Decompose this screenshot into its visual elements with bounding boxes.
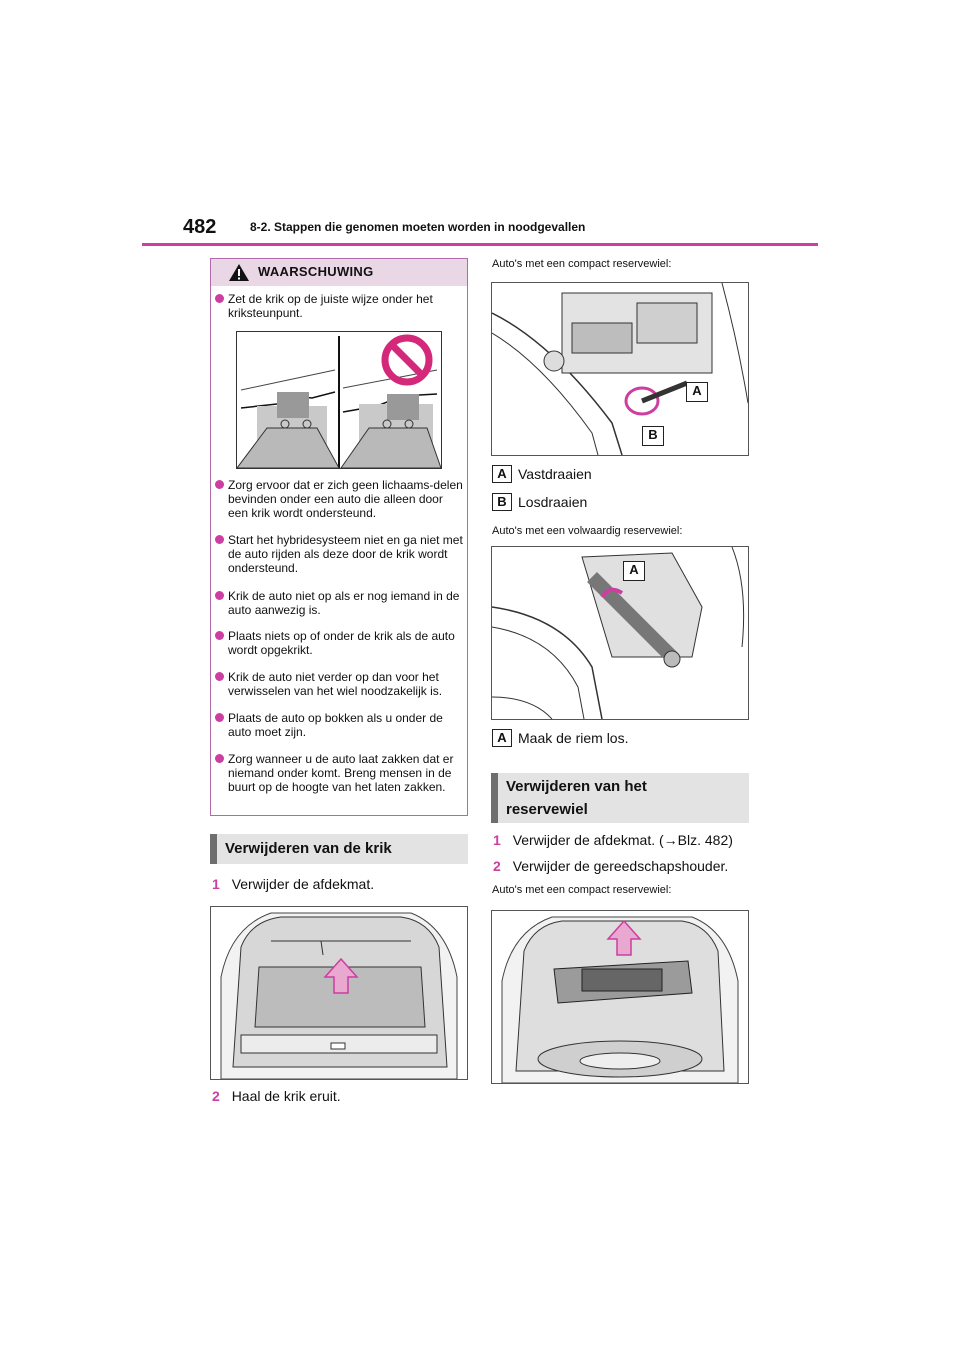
step-number: 1	[212, 876, 220, 892]
figure-label-b: B	[642, 426, 664, 446]
warning-title: WAARSCHUWING	[258, 264, 374, 279]
prohibition-icon	[381, 334, 433, 386]
warning-item-text: Start het hybridesysteem niet en ga niet…	[228, 533, 463, 575]
bullet-icon	[215, 535, 224, 544]
tool-holder-figure	[491, 910, 749, 1084]
step-text: Verwijder de afdekmat. (→Blz. 482)	[512, 832, 733, 848]
warning-item-text: Zorg ervoor dat er zich geen lichaams-de…	[228, 478, 463, 520]
warning-item-text: Krik de auto niet verder op dan voor het…	[228, 670, 443, 698]
step-2-spare: 2 Verwijder de gereedschapshouder.	[493, 858, 728, 874]
bullet-icon	[215, 591, 224, 600]
step-text: Verwijder de gereedschapshouder.	[512, 858, 729, 874]
warning-item-text: Plaats de auto op bokken als u onder de …	[228, 711, 443, 739]
header-rule	[142, 243, 818, 246]
caption-compact-spare-2: Auto's met een compact reservewiel:	[492, 884, 672, 896]
step-text: Verwijder de afdekmat.	[231, 876, 375, 892]
legend-label-a: A	[492, 465, 512, 483]
page-number: 482	[183, 216, 217, 238]
trunk-cover-figure	[210, 906, 468, 1080]
legend-label-b: B	[492, 493, 512, 511]
section-heading-text: Verwijderen van de krik	[225, 840, 392, 857]
step-1-spare: 1 Verwijder de afdekmat. (→Blz. 482)	[493, 832, 733, 848]
section-title: 8-2. Stappen die genomen moeten worden i…	[250, 220, 586, 234]
step-1: 1 Verwijder de afdekmat.	[212, 876, 374, 892]
caption-full-spare: Auto's met een volwaardig reservewiel:	[492, 525, 683, 537]
caption-compact-spare: Auto's met een compact reservewiel:	[492, 258, 672, 270]
warning-header	[211, 259, 467, 286]
figure-label-a: A	[623, 561, 645, 581]
bullet-icon	[215, 294, 224, 303]
legend-release-strap: Maak de riem los.	[518, 730, 629, 746]
section-heading-text: Verwijderen van het	[506, 778, 647, 795]
rotation-arrow-icon	[600, 587, 624, 599]
legend-tighten: Vastdraaien	[518, 466, 592, 482]
rotation-arrow-icon	[624, 386, 660, 416]
legend-loosen: Losdraaien	[518, 494, 588, 510]
warning-item-text: Zorg wanneer u de auto laat zakken dat e…	[228, 752, 454, 794]
step-text: Haal de krik eruit.	[231, 1088, 341, 1104]
warning-item-text: Krik de auto niet op als er nog iemand i…	[228, 589, 460, 617]
bullet-icon	[215, 631, 224, 640]
step-number: 2	[212, 1088, 220, 1104]
section-heading-remove-jack: Verwijderen van de krik	[210, 834, 468, 864]
legend-label-a: A	[492, 729, 512, 747]
warning-triangle-icon	[229, 264, 249, 281]
up-arrow-icon	[606, 919, 642, 956]
bullet-icon	[215, 713, 224, 722]
full-spare-jack-figure	[491, 546, 749, 720]
bullet-icon	[215, 754, 224, 763]
step-number: 2	[493, 858, 501, 874]
bullet-icon	[215, 480, 224, 489]
up-arrow-icon	[323, 957, 359, 994]
section-heading-remove-spare: Verwijderen van het reservewiel	[491, 773, 749, 823]
compact-spare-jack-figure	[491, 282, 749, 456]
jack-placement-figure	[236, 331, 442, 469]
warning-item-text: Plaats niets op of onder de krik als de …	[228, 629, 455, 657]
bullet-icon	[215, 672, 224, 681]
step-2: 2 Haal de krik eruit.	[212, 1088, 341, 1104]
step-number: 1	[493, 832, 501, 848]
warning-box	[210, 258, 468, 816]
warning-item-text: Zet de krik op de juiste wijze onder het…	[228, 292, 433, 320]
section-heading-text: reservewiel	[506, 801, 588, 818]
figure-label-a: A	[686, 382, 708, 402]
